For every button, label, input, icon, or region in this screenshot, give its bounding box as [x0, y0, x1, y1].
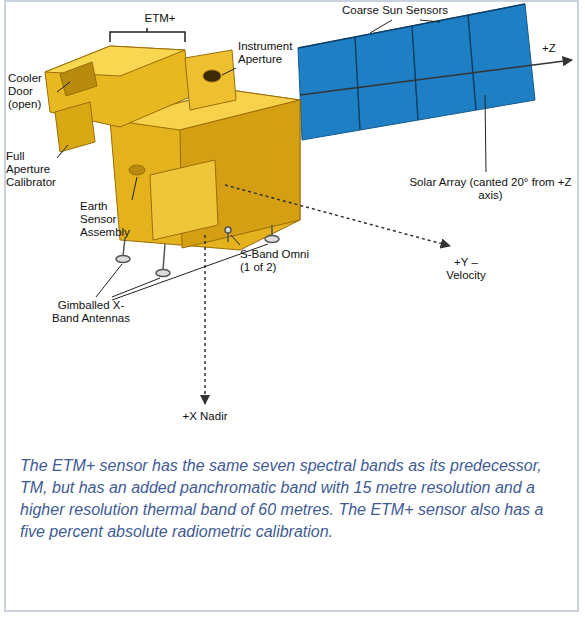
part-label: Earth Sensor Assembly: [80, 200, 132, 239]
part-label: Cooler Door (open): [8, 72, 56, 111]
part-label: Solar Array (canted 20° from +Z axis): [408, 176, 573, 202]
part-label: Gimballed X-Band Antennas: [46, 299, 136, 325]
z-axis: [300, 60, 572, 95]
part-label: Coarse Sun Sensors: [320, 4, 470, 17]
axis-label: +Z: [542, 42, 572, 55]
x-axis: [204, 235, 206, 404]
y-axis: [225, 185, 450, 246]
part-label: S-Band Omni (1 of 2): [240, 248, 320, 274]
solar-array: [298, 4, 535, 140]
part-label: Instrument Aperture: [238, 40, 300, 66]
bracket: [110, 28, 185, 42]
axis-label: +Y –Velocity: [440, 256, 492, 282]
part-label: Full Aperture Calibrator: [6, 150, 58, 189]
axis-label: +X Nadir: [180, 410, 230, 423]
section-label: ETM+: [130, 12, 190, 25]
caption: The ETM+ sensor has the same seven spect…: [20, 455, 568, 543]
leader-lines: [57, 20, 486, 300]
spacecraft-body: [45, 46, 300, 250]
